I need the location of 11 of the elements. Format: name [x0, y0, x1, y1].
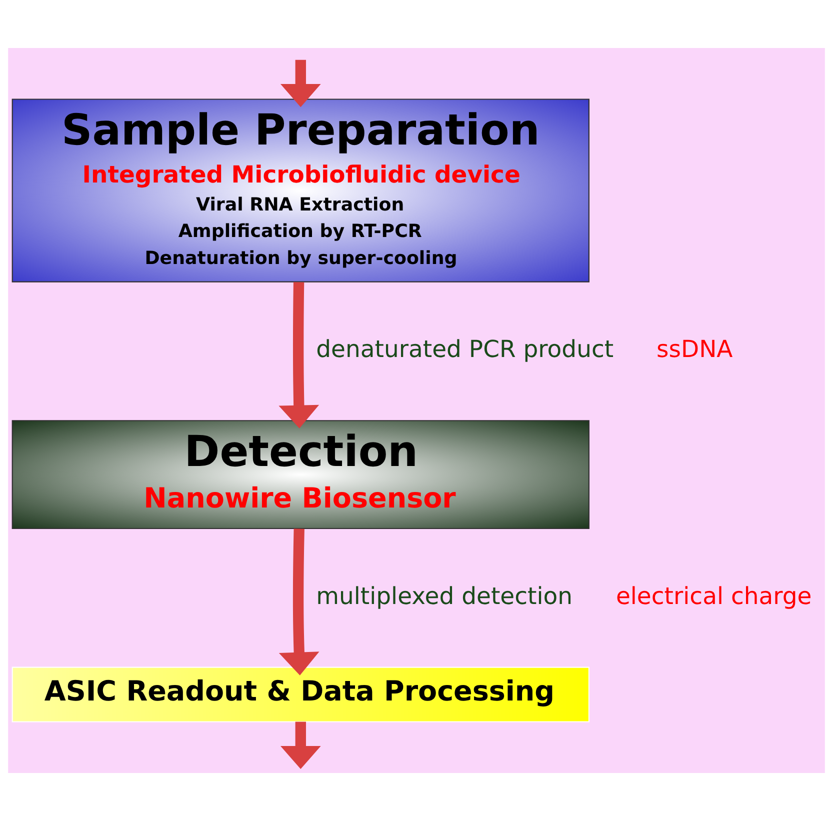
node-box: ASIC Readout & Data Processing [12, 666, 590, 722]
label: electrical charge [616, 581, 812, 610]
arrow [278, 528, 320, 675]
edge-label: denaturated PCR product [316, 334, 614, 363]
arrow [280, 721, 321, 769]
edge-label: multiplexed detection [316, 581, 573, 610]
arrow [280, 59, 321, 107]
label: ssDNA [656, 334, 733, 363]
node-box: Detection Nanowire Biosensor [12, 420, 590, 529]
node-box: Sample Preparation Integrated Microbiofluidic device Viral RNA Extraction Amplification by RT-PCR Denaturation by super-cooling [12, 98, 590, 282]
arrow [278, 282, 320, 428]
